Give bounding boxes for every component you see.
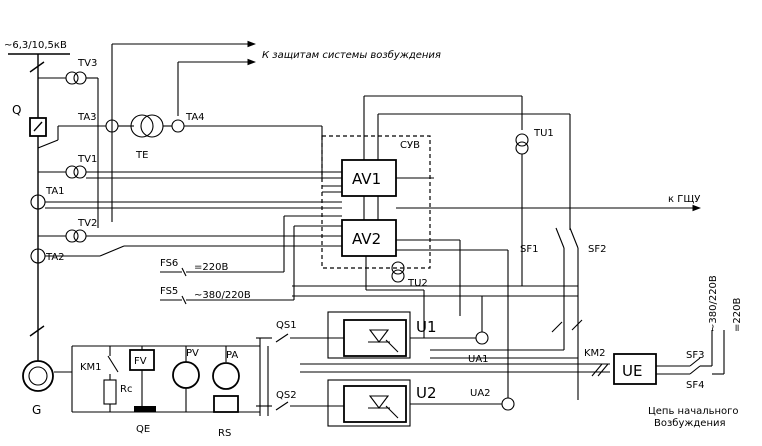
breaker-q	[29, 117, 47, 137]
fuse-fs5-voltage: ~380/220В	[194, 290, 251, 301]
label-tv1: TV1	[77, 154, 97, 165]
qe-element	[134, 406, 156, 412]
regulator-av2-label: AV2	[352, 230, 381, 248]
regulator-av1	[341, 159, 397, 197]
supply-tag-dc: =220В	[732, 298, 743, 332]
transformer-tu2	[391, 261, 405, 283]
transformer-tu1	[515, 133, 529, 286]
initial-excitation-unit	[613, 353, 657, 385]
label-sf1: SF1	[520, 244, 538, 255]
converter-u2-label: U2	[416, 384, 437, 402]
to-gschu-label: к ГЩУ	[668, 194, 700, 205]
voltmeter-pv	[172, 361, 200, 389]
protection-note: К защитам системы возбуждения	[262, 49, 441, 61]
fuse-fs6-voltage: =220В	[194, 262, 228, 273]
shunt-rs	[213, 395, 239, 413]
supply-voltage-label: ~6,3/10,5кВ	[4, 40, 67, 51]
label-qs2: QS2	[276, 390, 297, 401]
regulator-av2	[341, 219, 397, 257]
label-ua1: UA1	[468, 354, 489, 365]
supply-tag-ac: ~380/220В	[708, 275, 719, 332]
switches-qs1-qs2	[256, 333, 344, 416]
initial-excitation-caption-2: Возбуждения	[654, 418, 726, 429]
label-ta3: TA3	[77, 112, 97, 123]
current-transformer-ta1	[30, 194, 342, 210]
fuse-fs5-label: FS5	[160, 286, 178, 297]
ammeter-pa	[212, 362, 240, 390]
regulator-av1-label: AV1	[352, 170, 381, 188]
label-tu1: TU1	[533, 128, 554, 139]
label-te: TE	[135, 150, 148, 161]
label-fv: FV	[134, 356, 147, 367]
label-ta1: TA1	[45, 186, 65, 197]
label-sf3: SF3	[686, 350, 704, 361]
initial-excitation-unit-label: UE	[622, 362, 642, 380]
label-tv2: TV2	[77, 218, 97, 229]
label-pv: PV	[186, 348, 199, 359]
label-pa: PA	[226, 350, 238, 361]
converter-u2-frame	[327, 379, 411, 427]
protection-lines	[111, 40, 257, 222]
label-qe: QE	[136, 424, 150, 435]
suv-boundary	[321, 135, 431, 269]
current-transformer-ta2	[30, 245, 342, 264]
label-km2: KM2	[584, 348, 606, 359]
fuse-lines	[160, 216, 295, 305]
ta3-te-ta4	[37, 114, 322, 149]
label-km1: KM1	[80, 362, 102, 373]
initial-excitation-caption-1: Цепь начального	[648, 406, 739, 417]
generator-g	[22, 360, 54, 392]
switches-sf1-sf2	[292, 227, 579, 400]
current-sensor-ua2	[396, 249, 515, 411]
transformer-tv1	[38, 165, 342, 179]
resistor-rc	[103, 379, 117, 405]
label-ua2: UA2	[470, 388, 491, 399]
suv-internal-wiring	[284, 95, 702, 338]
sf3-sf4-wiring	[656, 330, 725, 375]
dc-output-wiring	[300, 312, 610, 377]
discharger-fv	[129, 349, 155, 371]
label-rs: RS	[218, 428, 231, 439]
transformer-tv3	[38, 71, 99, 228]
converter-u1-label: U1	[416, 318, 437, 336]
label-ta2: TA2	[45, 252, 65, 263]
label-tv3: TV3	[77, 58, 97, 69]
thyristor-u2-icon	[368, 395, 399, 419]
label-qs1: QS1	[276, 320, 297, 331]
suv-label: СУВ	[400, 140, 420, 151]
fuse-fs6-label: FS6	[160, 258, 178, 269]
converter-u1-frame	[327, 311, 411, 359]
transformer-tv2	[38, 229, 342, 243]
label-sf4: SF4	[686, 380, 704, 391]
label-rc: Rc	[120, 384, 132, 395]
thyristor-u1-icon	[368, 329, 399, 353]
label-sf2: SF2	[588, 244, 606, 255]
label-g: G	[32, 403, 41, 417]
label-ta4: TA4	[185, 112, 205, 123]
current-sensor-ua1	[410, 296, 489, 345]
label-q: Q	[12, 103, 21, 117]
label-tu2: TU2	[407, 278, 428, 289]
